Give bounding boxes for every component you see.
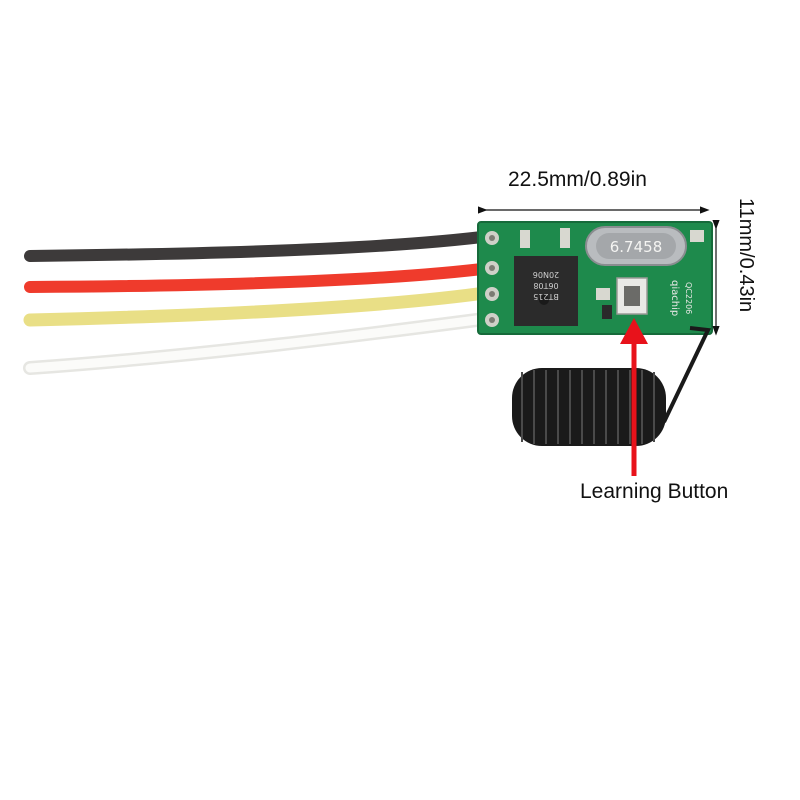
learning-button-label: Learning Button xyxy=(580,480,729,503)
pcb-board xyxy=(477,221,713,335)
board-markings: 6.7458 20N06 06T08 BT215 qiachip QC2206 xyxy=(533,238,693,316)
pcb-code: QC2206 xyxy=(684,282,693,314)
chip-marking-3: BT215 xyxy=(533,292,559,301)
crystal-marking: 6.7458 xyxy=(610,238,663,256)
side-marking: qiachip xyxy=(669,280,680,316)
chip-marking-2: 06T08 xyxy=(533,281,558,290)
height-dimension-label: 11mm/0.43in xyxy=(735,198,757,313)
yellow-wire xyxy=(23,285,499,327)
spring-antenna xyxy=(512,326,712,446)
red-wire xyxy=(24,262,496,293)
chip-marking-1: 20N06 xyxy=(533,270,559,279)
learning-button[interactable] xyxy=(616,277,648,315)
wire-bundle xyxy=(23,230,499,375)
black-wire xyxy=(24,230,496,262)
width-dimension-label: 22.5mm/0.89in xyxy=(508,168,647,191)
mosfet-chip xyxy=(514,256,578,326)
learning-button-arrow xyxy=(620,318,648,476)
